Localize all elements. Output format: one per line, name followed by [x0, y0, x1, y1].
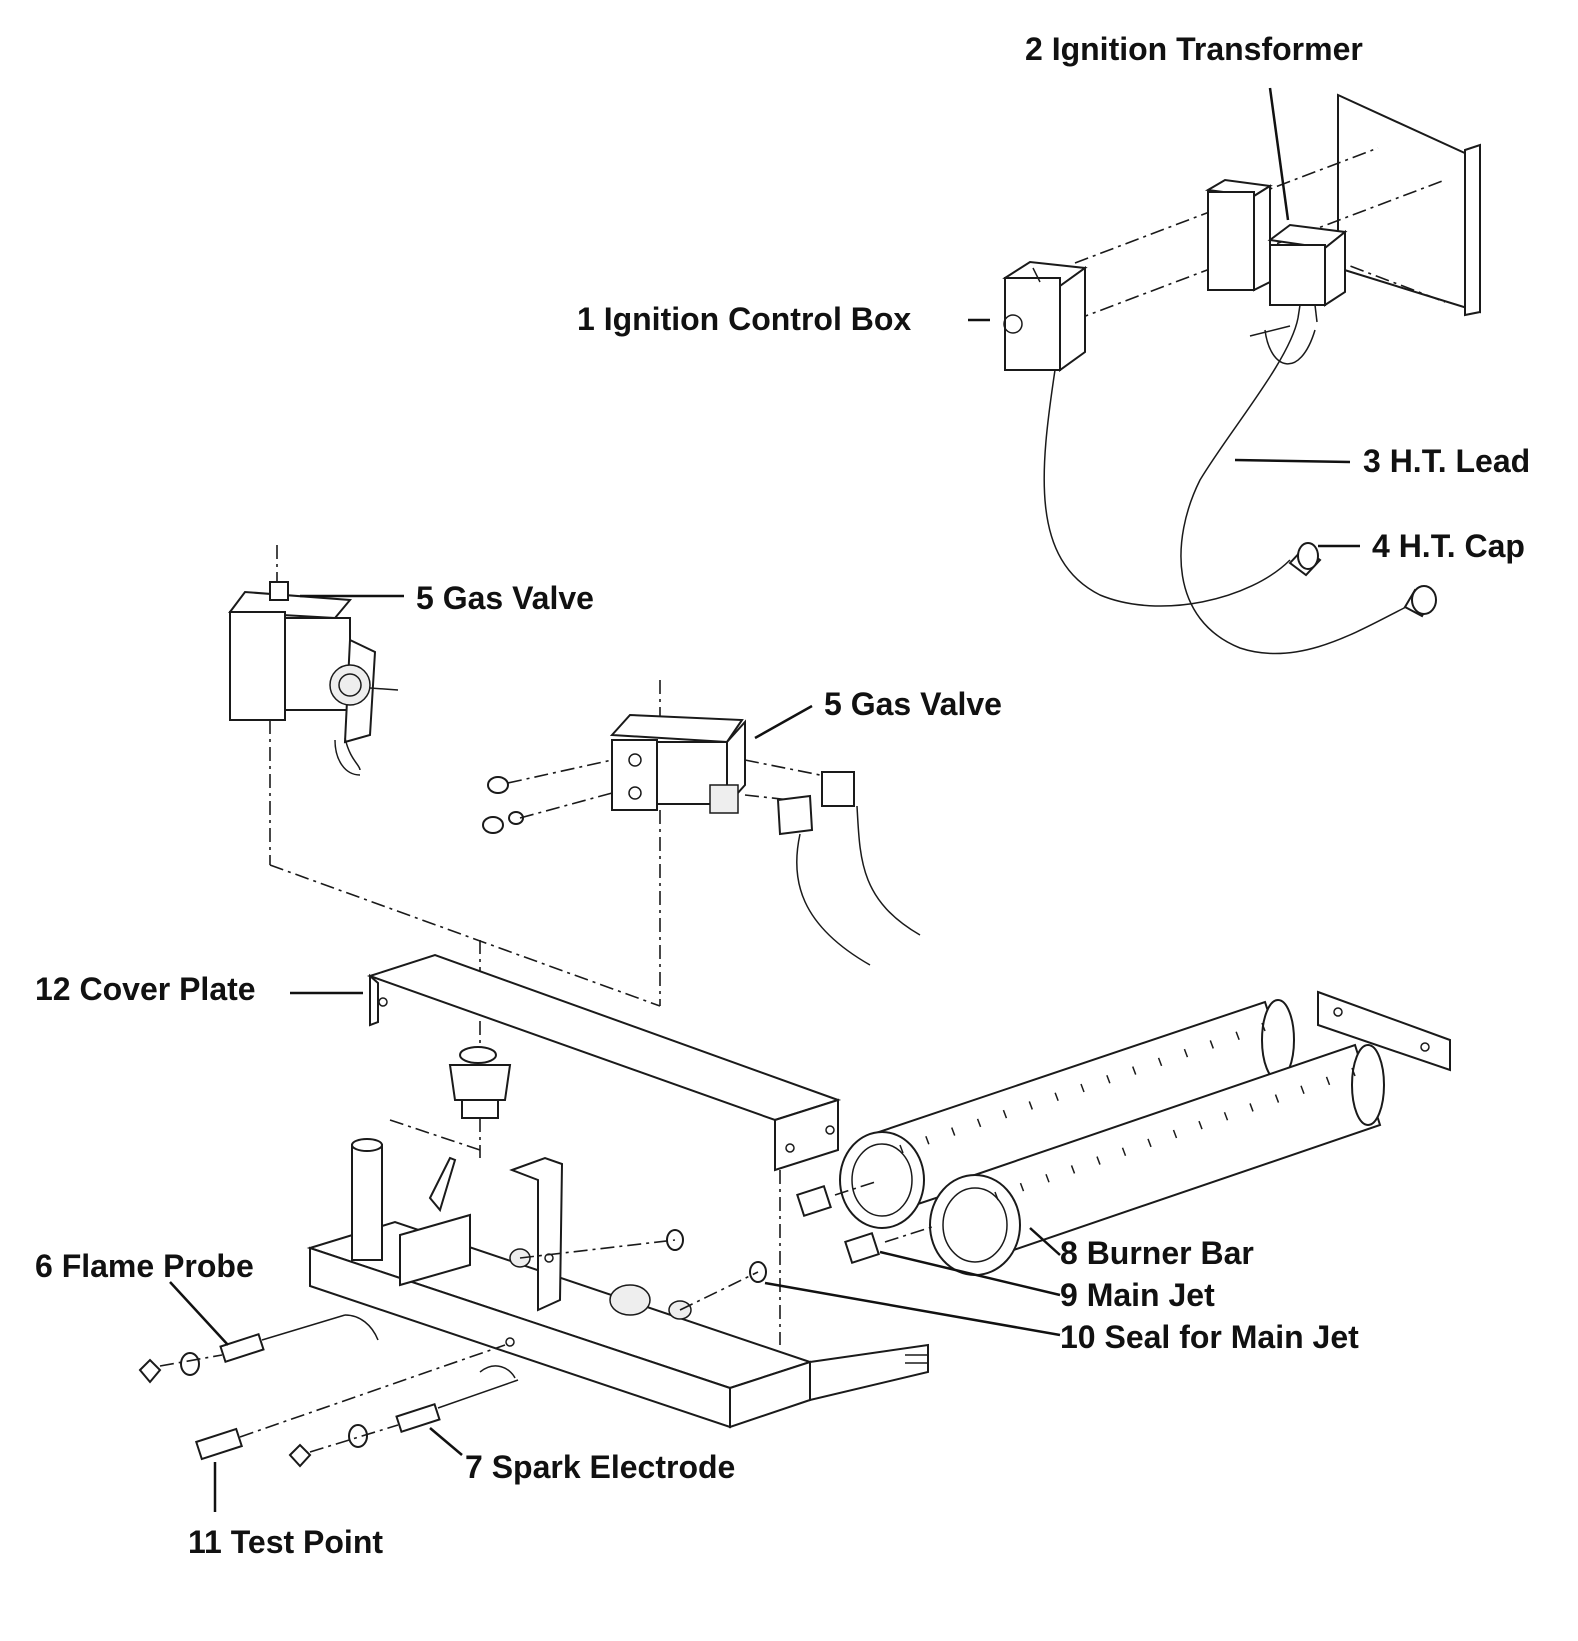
flame-probe-tube[interactable]	[351, 1138, 457, 1261]
leader-lines	[169, 87, 1360, 1512]
flame-probe-parts[interactable]	[138, 1314, 379, 1384]
burner-port	[1249, 1103, 1254, 1112]
burner-port	[1132, 1066, 1137, 1075]
burner-port	[1002, 1109, 1008, 1119]
main-jet-rear[interactable]	[796, 1181, 876, 1218]
burner-frame[interactable]	[306, 1170, 929, 1429]
burner-port	[1325, 1076, 1331, 1086]
gas-valve-upper[interactable]	[228, 545, 399, 776]
wires-ignition	[1043, 317, 1411, 655]
burner-port	[1028, 1101, 1033, 1110]
label-burner-bar: 8 Burner Bar	[1060, 1235, 1254, 1271]
label-ht-cap: 4 H.T. Cap	[1372, 528, 1525, 564]
mounting-bracket	[1337, 93, 1481, 317]
burner-port	[1106, 1075, 1111, 1084]
burner-port	[1172, 1129, 1178, 1139]
ignition-control-box[interactable]	[1002, 260, 1088, 372]
burner-port	[994, 1191, 999, 1201]
main-jet-front[interactable]	[844, 1225, 936, 1265]
label-spark-electrode: 7 Spark Electrode	[465, 1449, 735, 1485]
ht-cap-spare[interactable]	[1403, 585, 1437, 618]
burner-port	[1274, 1094, 1280, 1103]
gas-valve-fittings[interactable]	[482, 759, 613, 834]
burner-port	[1045, 1174, 1050, 1183]
burner-port	[1121, 1147, 1127, 1156]
ht-cap-part[interactable]	[1288, 542, 1322, 577]
label-flame-probe: 6 Flame Probe	[35, 1248, 254, 1284]
label-test-point: 11 Test Point	[188, 1524, 383, 1560]
burner-port	[899, 1144, 904, 1154]
burner-port	[1157, 1057, 1163, 1067]
label-main-jet: 9 Main Jet	[1060, 1277, 1215, 1313]
burner-port	[976, 1118, 982, 1128]
label-ht-lead: 3 H.T. Lead	[1363, 443, 1530, 479]
burner-port	[1198, 1120, 1203, 1130]
ignition-transformer[interactable]	[1267, 223, 1348, 323]
burner-port	[1054, 1092, 1059, 1101]
burner-port	[1223, 1112, 1229, 1121]
burner-port	[1300, 1085, 1305, 1094]
label-gas-valve-centre: 5 Gas Valve	[824, 686, 1002, 722]
burner-port	[1070, 1165, 1076, 1174]
burner-port	[925, 1136, 930, 1145]
label-cover-plate: 12 Cover Plate	[35, 971, 256, 1007]
test-point-part[interactable]	[194, 1344, 506, 1461]
gas-valve-centre[interactable]	[609, 680, 746, 814]
rear-bracket[interactable]	[1317, 990, 1451, 1072]
burner-port	[1019, 1182, 1025, 1192]
label-ignition-transformer: 2 Ignition Transformer	[1025, 31, 1363, 67]
spark-electrode-parts[interactable]	[288, 1337, 519, 1468]
burner-port	[1080, 1083, 1085, 1093]
burner-port	[1096, 1156, 1101, 1165]
main-jet-seals[interactable]	[666, 1229, 767, 1283]
burner-port	[1183, 1048, 1189, 1058]
injector-fitting[interactable]	[389, 1046, 512, 1158]
label-gas-valve-upper: 5 Gas Valve	[416, 580, 594, 616]
burner-port	[1147, 1138, 1152, 1148]
cover-plate[interactable]	[366, 953, 842, 1172]
burner-port	[1351, 1067, 1356, 1077]
burner-port	[1235, 1031, 1240, 1040]
burner-port	[1209, 1040, 1214, 1049]
ignition-transformer-block[interactable]	[1204, 178, 1273, 292]
gas-valve-plugs[interactable]	[744, 759, 921, 966]
burner-port	[1261, 1022, 1266, 1032]
label-seal-main-jet: 10 Seal for Main Jet	[1060, 1319, 1359, 1355]
label-ignition-control-box: 1 Ignition Control Box	[577, 301, 911, 337]
burner-port	[951, 1127, 956, 1136]
burner-holes	[899, 1022, 1356, 1201]
